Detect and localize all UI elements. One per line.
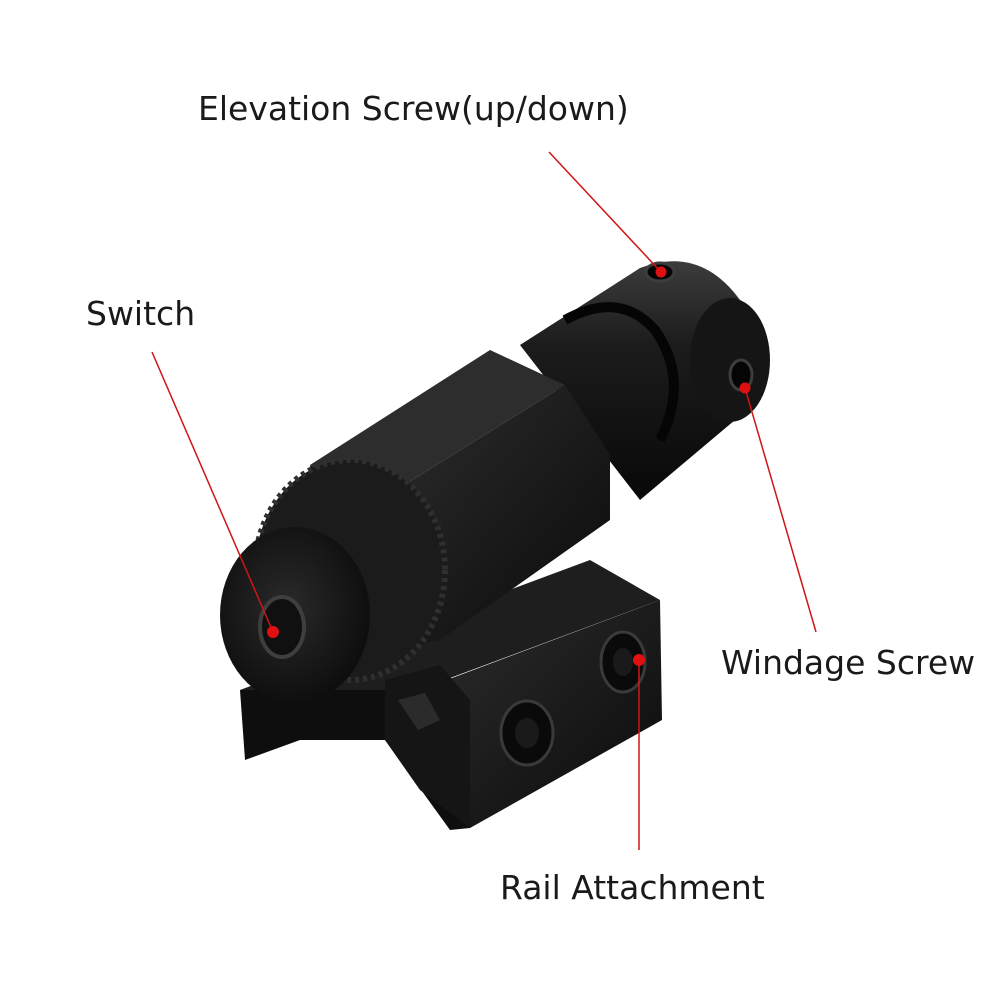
laser-tube [520,261,770,500]
tube-body [520,261,757,500]
tube-ring [562,302,679,443]
tube-end-cap [690,298,770,422]
rail-mount-top [240,560,660,730]
leader-switch [151,351,274,633]
switch-cap [220,457,448,703]
rail-screw-rear-inner [613,648,633,676]
leader-windage [744,387,817,633]
label-windage-screw: Windage Screw [721,643,976,682]
label-switch: Switch [86,294,196,333]
rail-clamp [385,665,470,828]
housing-front [380,385,610,640]
rail-mount [240,560,662,830]
leader-lines [151,151,817,850]
rail-groove [398,693,440,730]
rail-screw-front-inner [515,718,539,748]
marker-windage [739,382,751,394]
switch-button [258,595,306,659]
label-rail-attachment: Rail Attachment [500,868,765,907]
label-elevation-screw: Elevation Screw(up/down) [198,89,629,128]
leader-elevation [548,151,662,273]
marker-switch [267,626,279,638]
marker-elevation [655,266,667,278]
marker-rail [633,654,645,666]
